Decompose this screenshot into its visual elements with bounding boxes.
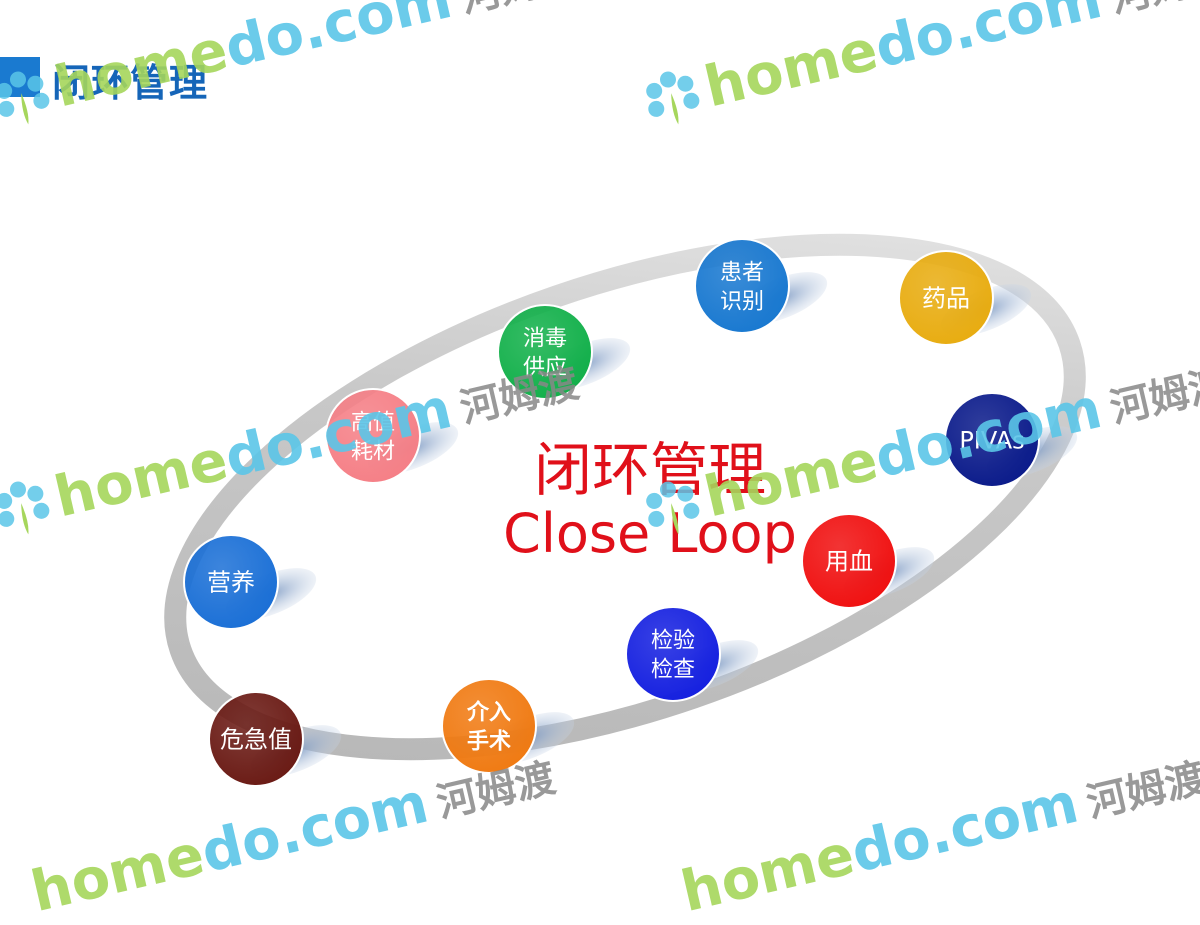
loop-ring [164,233,1086,761]
loop-node-pivas: PIVAs [944,392,1078,488]
center-title-en: Close Loop [503,502,797,565]
node-circle [497,304,593,400]
node-label: PIVAs [959,427,1024,455]
node-circle [898,250,994,346]
loop-node-nutrition: 营养 [183,534,317,630]
node-label: 手术 [467,729,511,754]
node-label: 营养 [207,569,255,597]
node-circle [325,388,421,484]
node-label: 检验 [651,628,695,653]
node-label: 患者 [720,260,764,285]
node-circle [694,238,790,334]
node-circle [208,691,304,787]
node-circle [801,513,897,609]
page-title: 闭环管理 [52,61,209,105]
loop-node-blood: 用血 [801,513,935,609]
node-circle [441,678,537,774]
node-label: 供应 [523,355,567,380]
center-title-cn: 闭环管理 [533,436,766,504]
node-label: 消毒 [523,326,567,351]
node-label: 用血 [825,548,873,576]
node-circle [944,392,1040,488]
node-label: 识别 [720,289,764,314]
node-circle [625,606,721,702]
node-circle [183,534,279,630]
node-label: 介入 [466,699,511,725]
node-label: 药品 [922,285,970,313]
node-label: 高值 [351,410,395,435]
node-label: 耗材 [351,439,395,464]
node-label: 检查 [651,657,695,682]
loop-node-critical: 危急值 [208,691,342,787]
node-label: 危急值 [220,726,292,754]
loop-node-drug: 药品 [898,250,1032,346]
